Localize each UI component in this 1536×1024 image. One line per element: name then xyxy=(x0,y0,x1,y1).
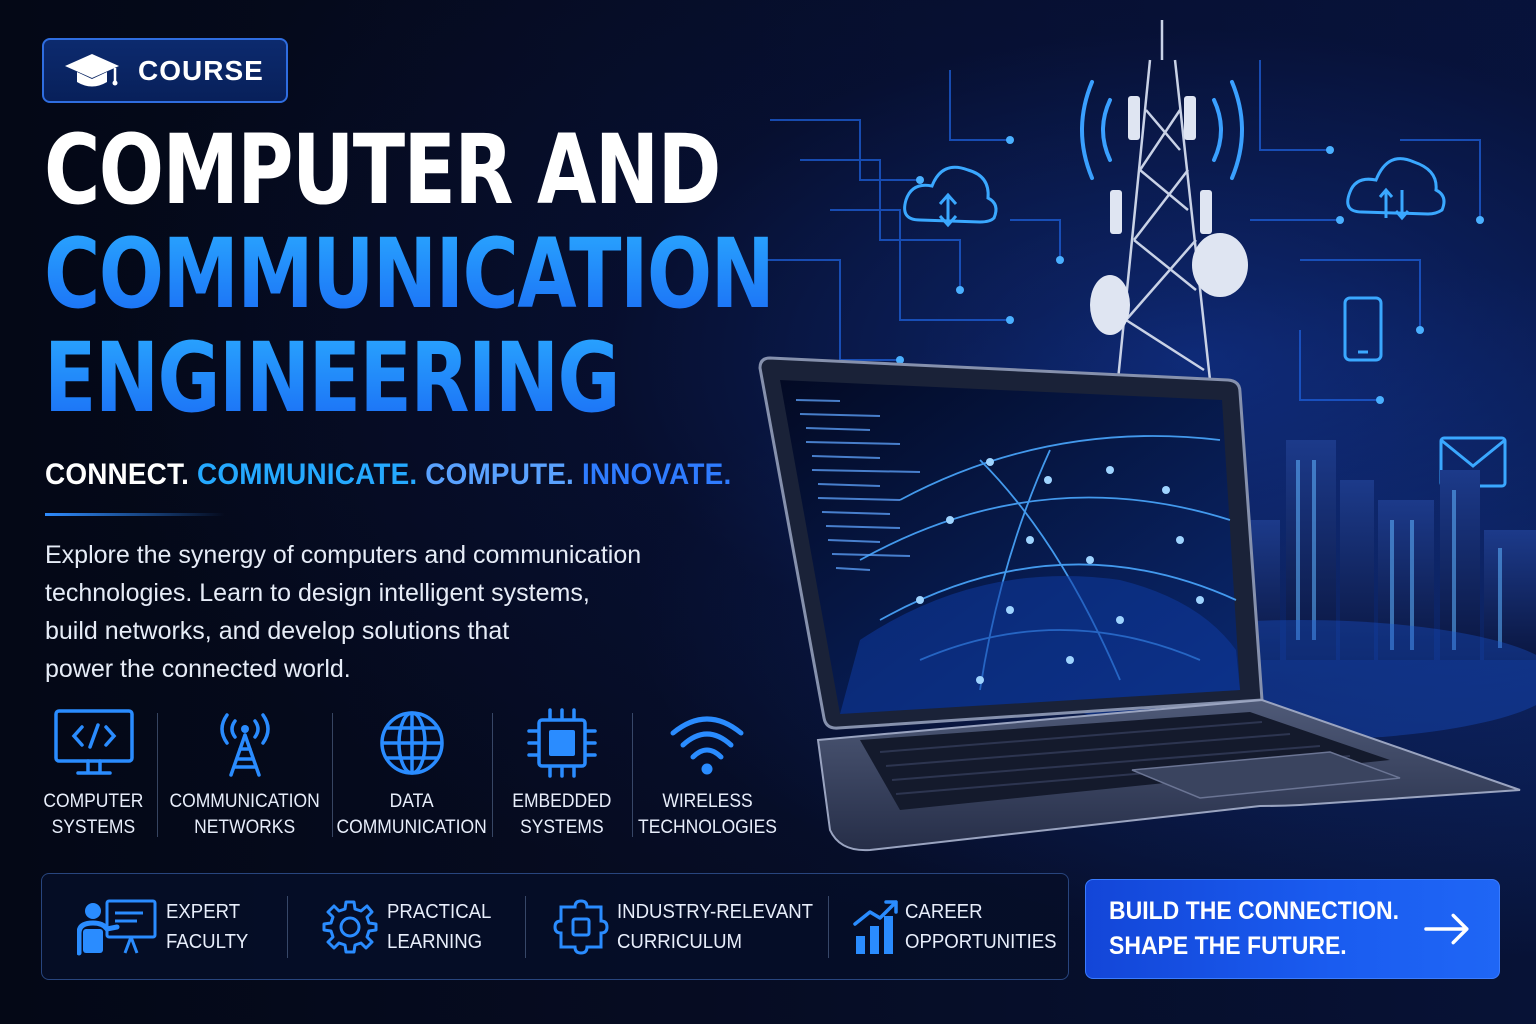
divider xyxy=(45,513,225,516)
cloud-sync-icon-left xyxy=(903,165,998,228)
code-lines xyxy=(795,399,921,571)
title-line-1: COMPUTER AND xyxy=(44,114,721,226)
graduation-cap-icon xyxy=(65,53,119,86)
building-windows xyxy=(1296,460,1502,650)
radio-tower-icon xyxy=(219,713,270,777)
page-title: COMPUTER AND COMMUNICATION ENGINEERING xyxy=(44,114,775,430)
tagline-communicate: COMMUNICATE. xyxy=(197,458,418,491)
benefit-expert-faculty: EXPERT FACULTY xyxy=(42,874,287,979)
benefits-bar: EXPERT FACULTY PRACTICAL LEARNING xyxy=(41,873,1069,980)
feature-computer-systems: COMPUTER SYSTEMS xyxy=(30,705,157,845)
signal-waves xyxy=(1080,80,1244,180)
gear-icon xyxy=(322,900,378,953)
tower-antennas xyxy=(1090,96,1248,335)
circuit-puzzle-icon xyxy=(553,898,609,955)
benefit-career-opportunities: CAREER OPPORTUNITIES xyxy=(828,874,1068,979)
benefit-label-line-2: OPPORTUNITIES xyxy=(905,930,1057,953)
cta-line-1: BUILD THE CONNECTION. xyxy=(1109,897,1400,925)
feature-label-line-2: SYSTEMS xyxy=(520,817,604,838)
smartphone-icon xyxy=(1343,296,1383,362)
feature-label-line-1: DATA xyxy=(389,791,435,812)
course-badge: COURSE xyxy=(42,38,288,103)
title-line-2: COMMUNICATION xyxy=(44,218,775,330)
feature-label-line-2: NETWORKS xyxy=(194,817,295,838)
benefit-practical-learning: PRACTICAL LEARNING xyxy=(287,874,525,979)
cta-line-2: SHAPE THE FUTURE. xyxy=(1109,932,1347,960)
circuit-traces xyxy=(760,60,1481,401)
benefit-label-line-1: PRACTICAL xyxy=(387,900,492,923)
feature-embedded-systems: EMBEDDED SYSTEMS xyxy=(492,705,632,845)
description-line-1: Explore the synergy of computers and com… xyxy=(45,541,642,569)
tagline-connect: CONNECT. xyxy=(45,458,190,491)
growth-chart-icon xyxy=(852,899,898,954)
feature-data-communication: DATA COMMUNICATION xyxy=(332,705,492,845)
benefit-label-line-2: LEARNING xyxy=(387,930,483,953)
feature-wireless-technologies: WIRELESS TECHNOLOGIES xyxy=(632,705,782,845)
course-description: Explore the synergy of computers and com… xyxy=(45,536,725,688)
instructor-icon xyxy=(77,899,157,955)
description-line-4: power the connected world. xyxy=(45,655,351,683)
laptop-icon xyxy=(758,356,1521,852)
feature-label-line-2: COMMUNICATION xyxy=(336,817,488,838)
course-badge-label: COURSE xyxy=(138,54,264,86)
feature-label-line-1: COMPUTER xyxy=(43,791,144,812)
tagline: CONNECT. COMMUNICATE. COMPUTE. INNOVATE. xyxy=(45,458,731,492)
feature-label-line-2: TECHNOLOGIES xyxy=(637,817,777,838)
benefit-label-line-1: EXPERT xyxy=(166,900,241,923)
feature-communication-networks: COMMUNICATION NETWORKS xyxy=(157,705,332,845)
cell-tower-icon xyxy=(1116,20,1212,381)
feature-label-line-1: COMMUNICATION xyxy=(169,791,320,812)
wifi-icon xyxy=(670,716,744,775)
description-line-2: technologies. Learn to design intelligen… xyxy=(45,579,590,607)
feature-label-line-1: EMBEDDED xyxy=(512,791,612,812)
feature-areas: COMPUTER SYSTEMS COMMUNICATION NETWORKS xyxy=(30,705,800,845)
tagline-innovate: INNOVATE. xyxy=(581,458,732,491)
cta-button[interactable]: BUILD THE CONNECTION. SHAPE THE FUTURE. xyxy=(1085,879,1500,979)
tagline-compute: COMPUTE. xyxy=(425,458,574,491)
cloud-sync-icon-right xyxy=(1346,157,1446,221)
benefit-industry-curriculum: INDUSTRY-RELEVANT CURRICULUM xyxy=(525,874,828,979)
description-line-3: build networks, and develop solutions th… xyxy=(45,617,510,645)
benefit-label-line-2: CURRICULUM xyxy=(617,930,743,953)
benefit-label-line-2: FACULTY xyxy=(166,930,249,953)
benefit-label-line-1: INDUSTRY-RELEVANT xyxy=(617,900,814,923)
globe-icon xyxy=(380,711,444,775)
feature-label-line-2: SYSTEMS xyxy=(51,817,136,838)
cta-text: BUILD THE CONNECTION. SHAPE THE FUTURE. xyxy=(1109,894,1399,964)
microchip-icon xyxy=(527,708,597,778)
title-line-3: ENGINEERING xyxy=(44,326,773,430)
code-monitor-icon xyxy=(53,709,134,775)
feature-label-line-1: WIRELESS xyxy=(661,791,753,812)
arrow-right-icon xyxy=(1424,913,1469,945)
circuit-nodes xyxy=(896,136,1484,404)
benefit-label-line-1: CAREER xyxy=(905,900,983,923)
network-nodes xyxy=(916,458,1204,684)
